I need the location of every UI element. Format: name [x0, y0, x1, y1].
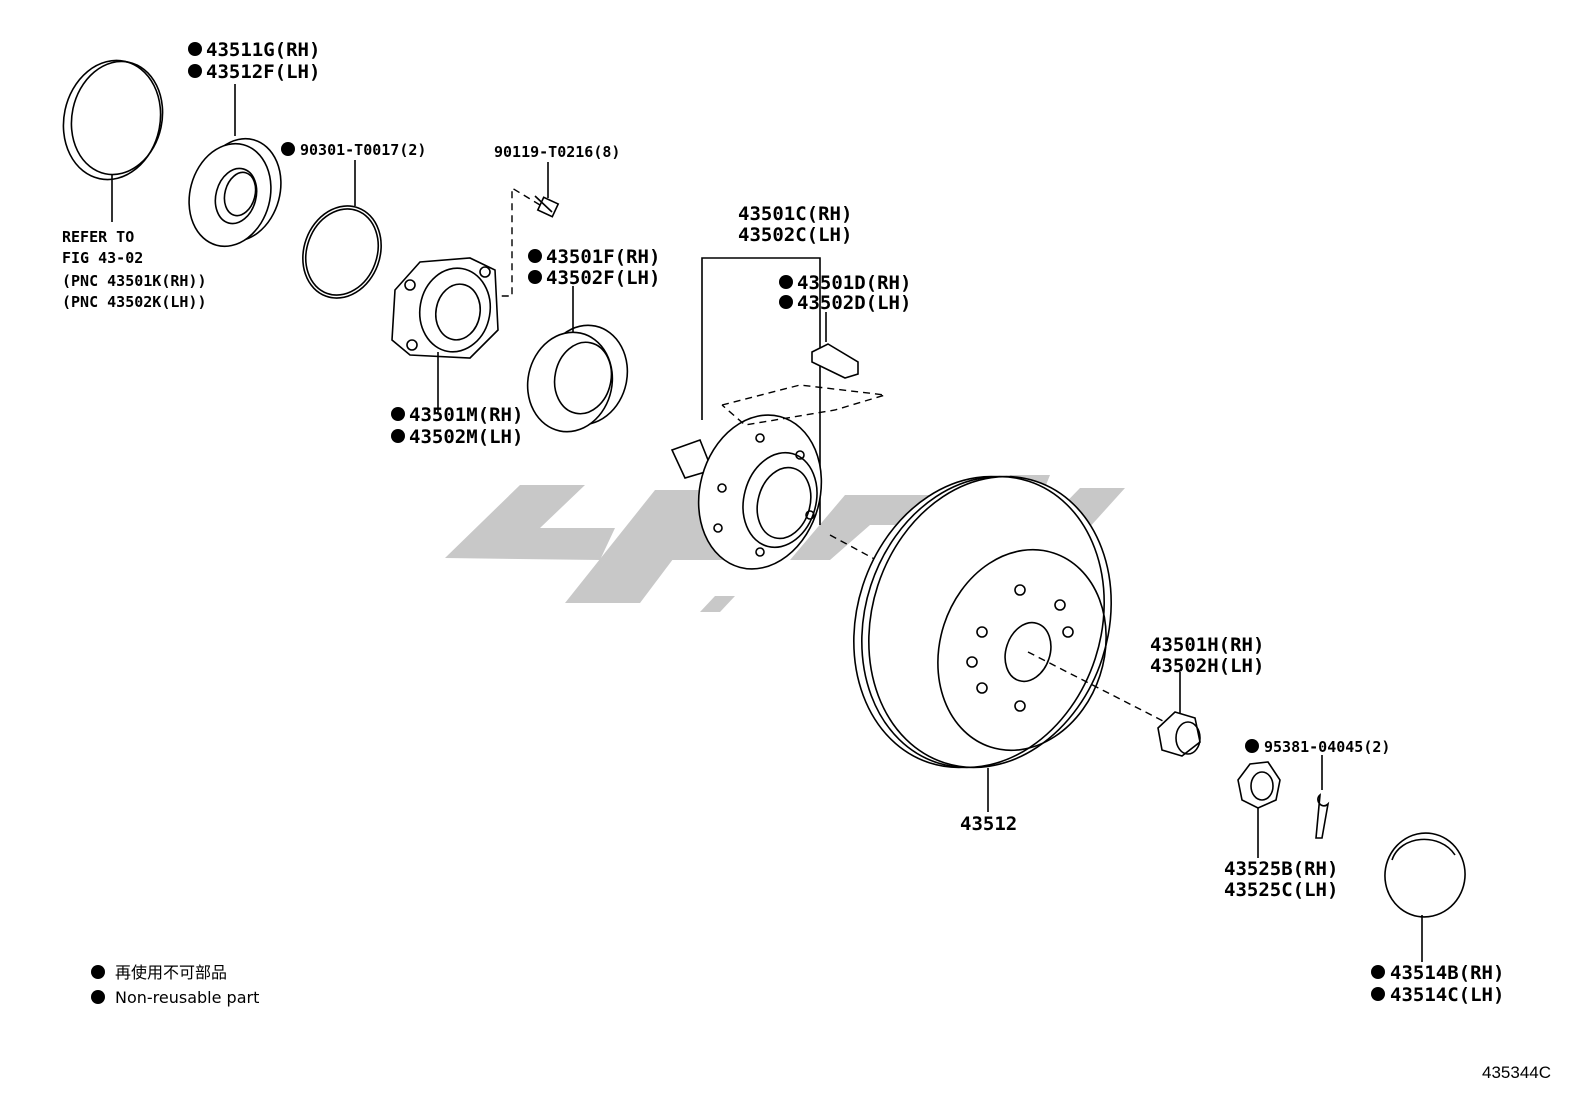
label-housing-rh: 43501M(RH): [409, 404, 523, 426]
o-ring-part: [302, 160, 382, 299]
label-stud-rh: 43501D(RH): [797, 272, 911, 294]
label-refer-1: REFER TO: [62, 228, 134, 246]
label-refer-2: FIG 43-02: [62, 249, 143, 267]
label-cap-lh: 43514C(LH): [1390, 984, 1504, 1006]
label-housing-lh: 43502M(LH): [409, 426, 523, 448]
hub-flange-part: [670, 257, 886, 570]
label-hub-rh: 43501C(RH): [738, 203, 852, 225]
brake-disc-part: [829, 475, 1166, 812]
label-refer-4: (PNC 43502K(LH)): [62, 293, 207, 311]
seal-ring-part: [62, 59, 164, 222]
non-reusable-markers: [91, 42, 1385, 1004]
cotter-pin-part: [1315, 755, 1330, 839]
label-refer-3: (PNC 43501K(RH)): [62, 272, 207, 290]
stud-part: [811, 312, 859, 379]
label-hub-lh: 43502C(LH): [738, 224, 852, 246]
label-cotter-pin: 95381-04045(2): [1264, 738, 1390, 756]
grease-cap-part: [1384, 832, 1466, 962]
hub-housing-part: [391, 257, 499, 412]
oil-seal-part: [188, 84, 282, 248]
label-o-ring: 90301-T0017(2): [300, 141, 426, 159]
label-cap-rh: 43514B(RH): [1390, 962, 1504, 984]
lock-nut-part: [1157, 672, 1201, 757]
label-nut-lh: 43502H(LH): [1150, 655, 1264, 677]
label-lock-rh: 43525B(RH): [1224, 858, 1338, 880]
label-seal-lh: 43512F(LH): [206, 61, 320, 83]
label-bearing-lh: 43502F(LH): [546, 267, 660, 289]
label-nut-rh: 43501H(RH): [1150, 634, 1264, 656]
label-lock-lh: 43525C(LH): [1224, 879, 1338, 901]
label-bearing-rh: 43501F(RH): [546, 246, 660, 268]
legend-english: Non-reusable part: [115, 988, 259, 1007]
bolt-part: [488, 162, 560, 297]
figure-code: 435344C: [1482, 1063, 1551, 1082]
label-disc: 43512: [960, 813, 1017, 835]
nut-lock-part: [1237, 761, 1281, 858]
label-seal-rh: 43511G(RH): [206, 39, 320, 61]
label-bolt: 90119-T0216(8): [494, 143, 620, 161]
legend-japanese: 再使用不可部品: [115, 963, 227, 982]
bearing-part: [526, 286, 629, 433]
label-stud-lh: 43502D(LH): [797, 292, 911, 314]
